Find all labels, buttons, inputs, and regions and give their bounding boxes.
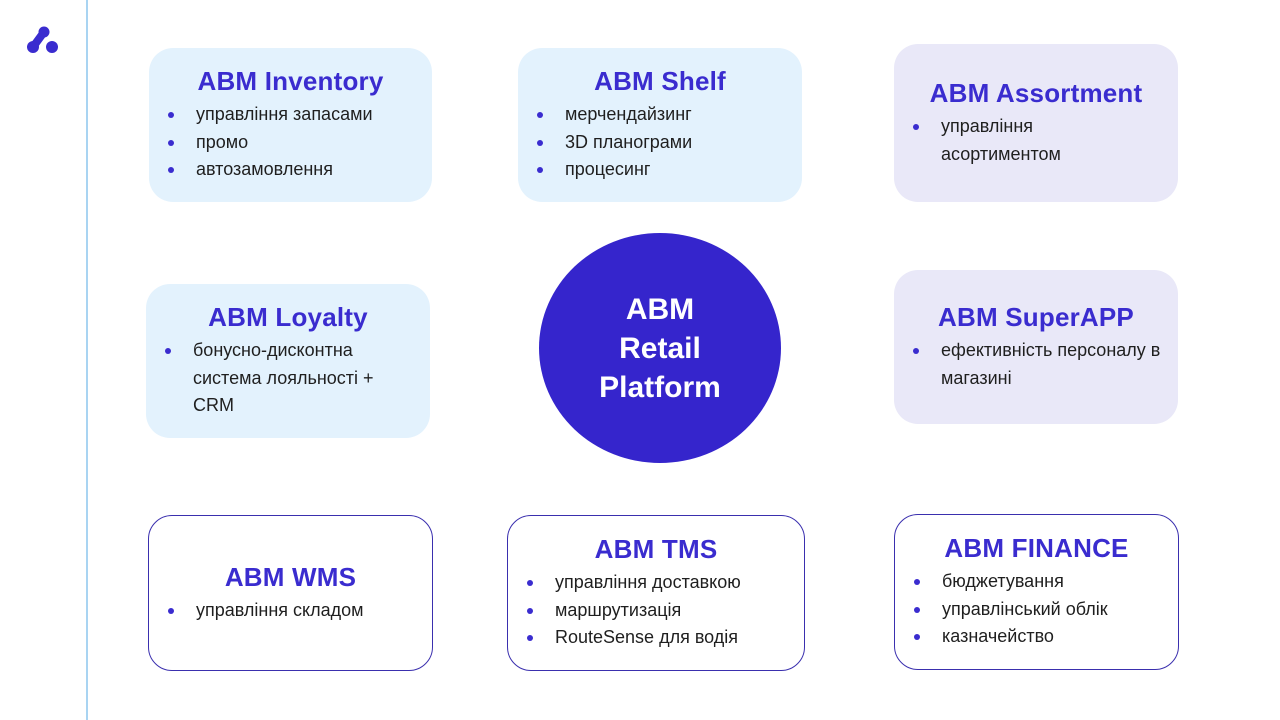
feature-item: бюджетування bbox=[911, 568, 1162, 596]
module-feature-list: управління складом bbox=[165, 597, 416, 625]
hub-label-line: Retail bbox=[619, 331, 701, 365]
hub-label-line: ABM bbox=[625, 292, 695, 326]
module-card-assortment: ABM Assortment управління асортиментом bbox=[894, 44, 1178, 202]
module-title: ABM Loyalty bbox=[208, 302, 368, 333]
feature-item: управління складом bbox=[165, 597, 416, 625]
module-card-tms: ABM TMS управління доставкою маршрутизац… bbox=[507, 515, 805, 671]
feature-item: автозамовлення bbox=[165, 156, 416, 184]
feature-item: ефективність персоналу в магазині bbox=[910, 337, 1162, 392]
feature-item: мерчендайзинг bbox=[534, 101, 786, 129]
module-card-inventory: ABM Inventory управління запасами промо … bbox=[149, 48, 432, 202]
module-title: ABM Inventory bbox=[197, 66, 384, 97]
feature-item: RouteSense для водія bbox=[524, 624, 788, 652]
module-title: ABM FINANCE bbox=[944, 533, 1129, 564]
module-card-finance: ABM FINANCE бюджетування управлінський о… bbox=[894, 514, 1179, 670]
abm-logo-icon bbox=[27, 26, 58, 53]
module-card-wms: ABM WMS управління складом bbox=[148, 515, 433, 671]
feature-item: промо bbox=[165, 129, 416, 157]
vertical-divider bbox=[86, 0, 88, 720]
feature-item: маршрутизація bbox=[524, 597, 788, 625]
module-card-shelf: ABM Shelf мерчендайзинг 3D планограми пр… bbox=[518, 48, 802, 202]
module-feature-list: бонусно-дисконтна система лояльності + C… bbox=[162, 337, 412, 420]
module-title: ABM Assortment bbox=[929, 78, 1143, 108]
module-title: ABM SuperAPP bbox=[938, 302, 1134, 332]
feature-item: управління доставкою bbox=[524, 569, 788, 597]
feature-item: управління запасами bbox=[165, 101, 416, 129]
module-feature-list: управління асортиментом bbox=[910, 113, 1110, 168]
platform-hub-circle: ABM Retail Platform bbox=[539, 233, 781, 463]
module-card-loyalty: ABM Loyalty бонусно-дисконтна система ло… bbox=[146, 284, 430, 438]
module-feature-list: мерчендайзинг 3D планограми процесинг bbox=[534, 101, 786, 184]
module-title: ABM Shelf bbox=[594, 66, 726, 97]
feature-item: казначейство bbox=[911, 623, 1162, 651]
hub-label-line: Platform bbox=[599, 370, 721, 404]
module-feature-list: ефективність персоналу в магазині bbox=[910, 337, 1162, 392]
feature-item: процесинг bbox=[534, 156, 786, 184]
feature-item: управління асортиментом bbox=[910, 113, 1110, 168]
module-feature-list: управління запасами промо автозамовлення bbox=[165, 101, 416, 184]
module-title: ABM WMS bbox=[224, 561, 357, 592]
module-feature-list: управління доставкою маршрутизація Route… bbox=[524, 569, 788, 652]
feature-item: управлінський облік bbox=[911, 596, 1162, 624]
feature-item: 3D планограми bbox=[534, 129, 786, 157]
module-card-superapp: ABM SuperAPP ефективність персоналу в ма… bbox=[894, 270, 1178, 424]
feature-item: бонусно-дисконтна система лояльності + C… bbox=[162, 337, 412, 420]
module-feature-list: бюджетування управлінський облік казначе… bbox=[911, 568, 1162, 651]
module-title: ABM TMS bbox=[594, 534, 718, 565]
